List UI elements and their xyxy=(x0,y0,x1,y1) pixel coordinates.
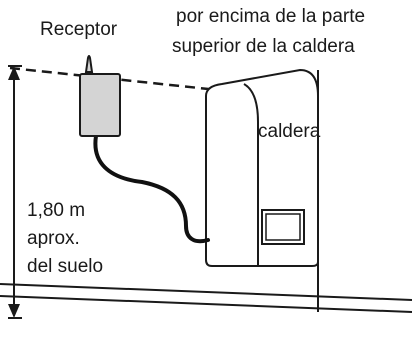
distance-line1: 1,80 m xyxy=(27,200,85,221)
distance-line2: aprox. xyxy=(27,228,80,249)
height-note-line2: superior de la caldera xyxy=(172,36,355,57)
boiler-display xyxy=(265,213,301,241)
height-dimension-arrow xyxy=(8,65,22,319)
floor xyxy=(0,283,412,313)
boiler xyxy=(205,68,319,267)
receiver-unit xyxy=(79,55,121,137)
receiver-label: Receptor xyxy=(40,19,118,40)
antenna-icon xyxy=(84,55,94,73)
receiver-cable xyxy=(93,134,210,244)
height-note-line1: por encima de la parte xyxy=(176,6,365,27)
boiler-label: caldera xyxy=(258,121,321,142)
distance-line3: del suelo xyxy=(27,256,103,277)
